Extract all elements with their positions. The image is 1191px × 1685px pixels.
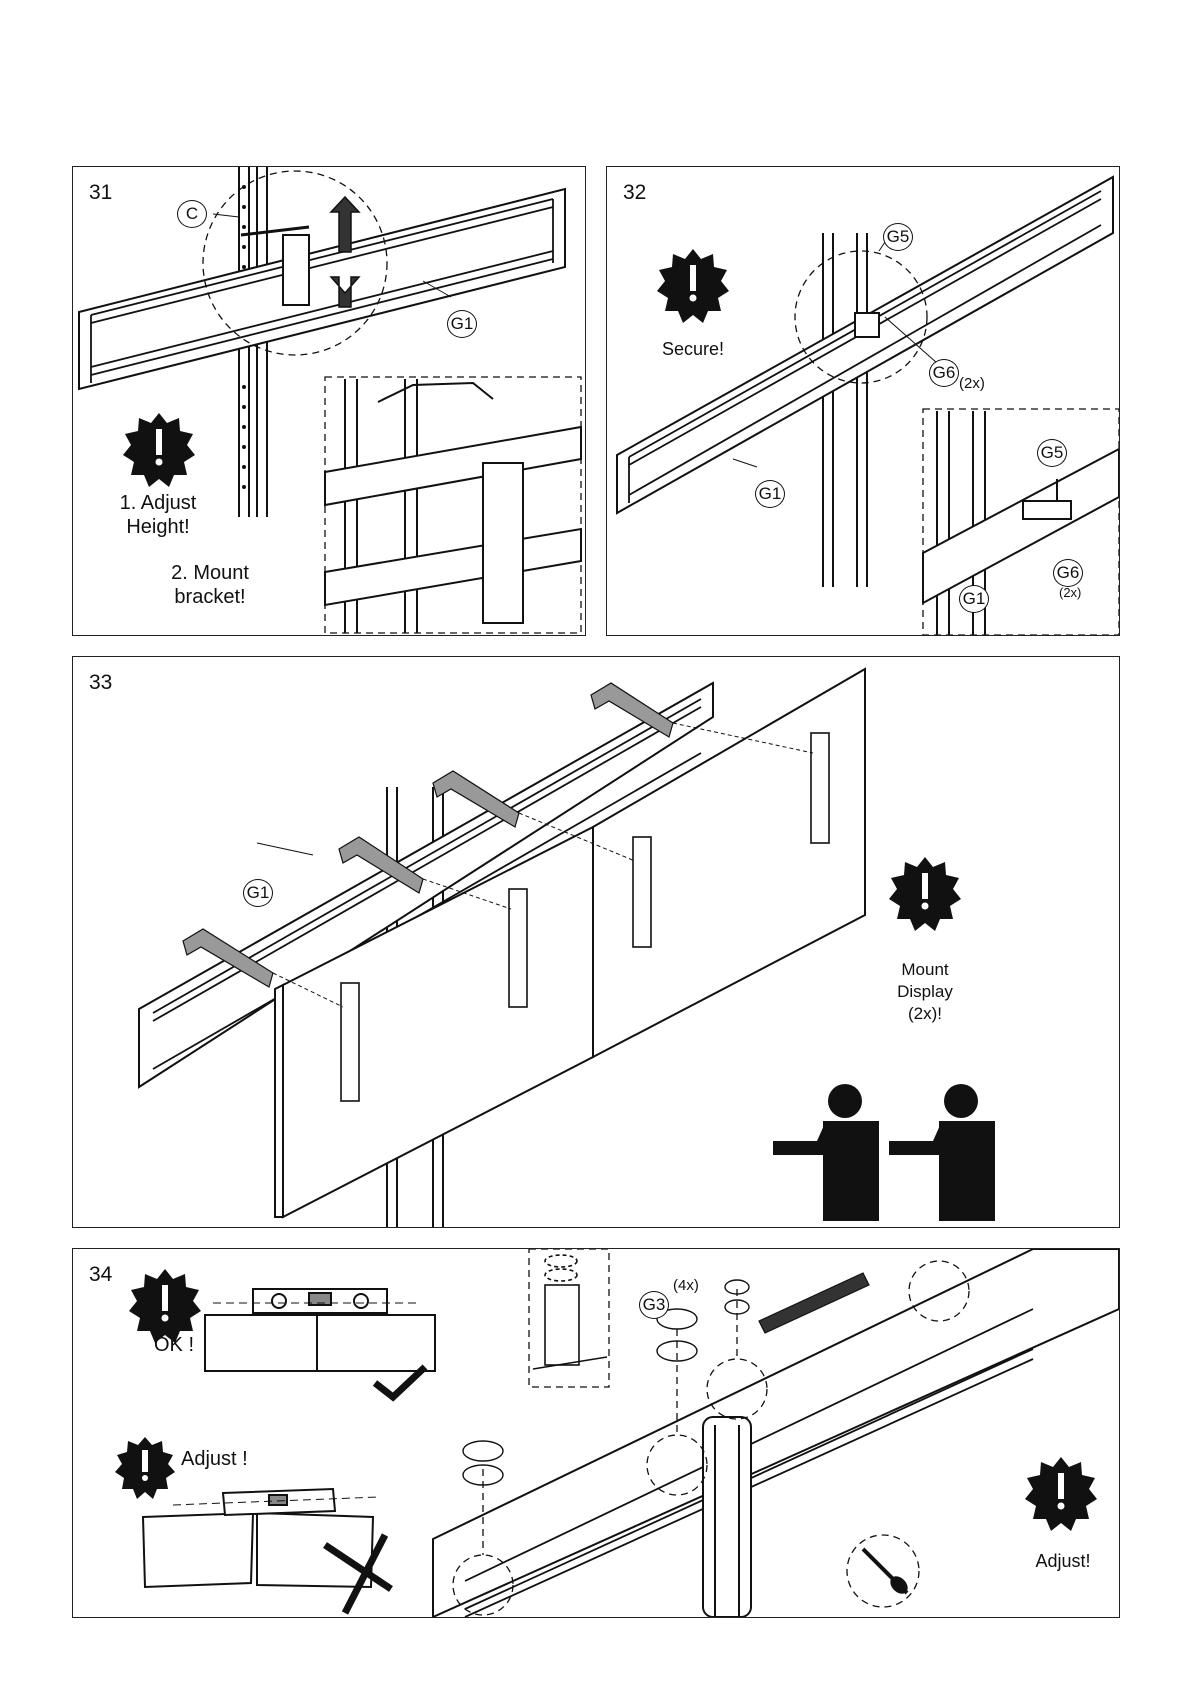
adjust-height-line-2: Height! xyxy=(93,515,223,539)
step-number: 33 xyxy=(89,671,112,695)
step-33-illustration xyxy=(73,657,1119,1227)
step-32-panel: 32 G5 G6 (2x) G1 Secure! G5 G6 (2x) G1 xyxy=(606,166,1120,636)
person-icon xyxy=(889,1084,995,1221)
callout-g1: G1 xyxy=(243,879,273,907)
quantity-label: (4x) xyxy=(673,1277,699,1294)
step-number: 32 xyxy=(623,181,646,205)
callout-g1: G1 xyxy=(755,480,785,508)
screwdriver-icon xyxy=(863,1549,908,1594)
callout-g6: G6 xyxy=(929,359,959,387)
ok-label: OK ! xyxy=(139,1333,209,1357)
mount-bracket-label: 2. Mount bracket! xyxy=(145,561,275,609)
level-ok xyxy=(205,1289,435,1371)
callout-g1: G1 xyxy=(447,310,477,338)
warning-burst-icon xyxy=(123,413,195,487)
person-icon xyxy=(773,1084,879,1221)
warning-burst-icon xyxy=(889,857,961,931)
mount-bracket-line-2: bracket! xyxy=(145,585,275,609)
quantity-label: (2x) xyxy=(959,375,985,392)
callout-g3: G3 xyxy=(639,1291,669,1319)
step-32-illustration xyxy=(607,167,1119,635)
adjust-left-label: Adjust ! xyxy=(181,1447,271,1471)
step-34-illustration xyxy=(73,1249,1119,1617)
display-panels xyxy=(275,669,865,1217)
step-number: 31 xyxy=(89,181,112,205)
mount-display-line-3: (2x)! xyxy=(873,1003,977,1025)
callout-c: C xyxy=(177,200,207,228)
mount-bracket-line-1: 2. Mount xyxy=(145,561,275,585)
level-adjust xyxy=(143,1489,373,1587)
callout-g1-inset: G1 xyxy=(959,585,989,613)
warning-burst-icon xyxy=(129,1269,201,1343)
warning-burst-icon xyxy=(1025,1457,1097,1531)
adjust-height-label: 1. Adjust Height! xyxy=(93,491,223,539)
adjust-height-line-1: 1. Adjust xyxy=(93,491,223,515)
callout-g6-inset: G6 xyxy=(1053,559,1083,587)
callout-g5: G5 xyxy=(883,223,913,251)
step-number: 34 xyxy=(89,1263,112,1287)
step-33-panel: 33 G1 Mount Display (2x)! xyxy=(72,656,1120,1228)
mount-display-line-1: Mount xyxy=(873,959,977,981)
adjust-right-label: Adjust! xyxy=(1023,1549,1103,1573)
column-front xyxy=(703,1417,751,1617)
step-31-panel: 31 C G1 1. Adjust Height! 2. Mount brack… xyxy=(72,166,586,636)
callout-g5-inset: G5 xyxy=(1037,439,1067,467)
warning-burst-icon xyxy=(115,1437,175,1499)
secure-label: Secure! xyxy=(643,337,743,361)
quantity-label-inset: (2x) xyxy=(1059,585,1081,600)
mount-display-line-2: Display xyxy=(873,981,977,1003)
detail-inset xyxy=(529,1249,609,1387)
step-34-panel: 34 OK ! Adjust ! G3 (4x) Adjust! xyxy=(72,1248,1120,1618)
warning-burst-icon xyxy=(657,249,729,323)
mount-display-label: Mount Display (2x)! xyxy=(873,959,977,1025)
